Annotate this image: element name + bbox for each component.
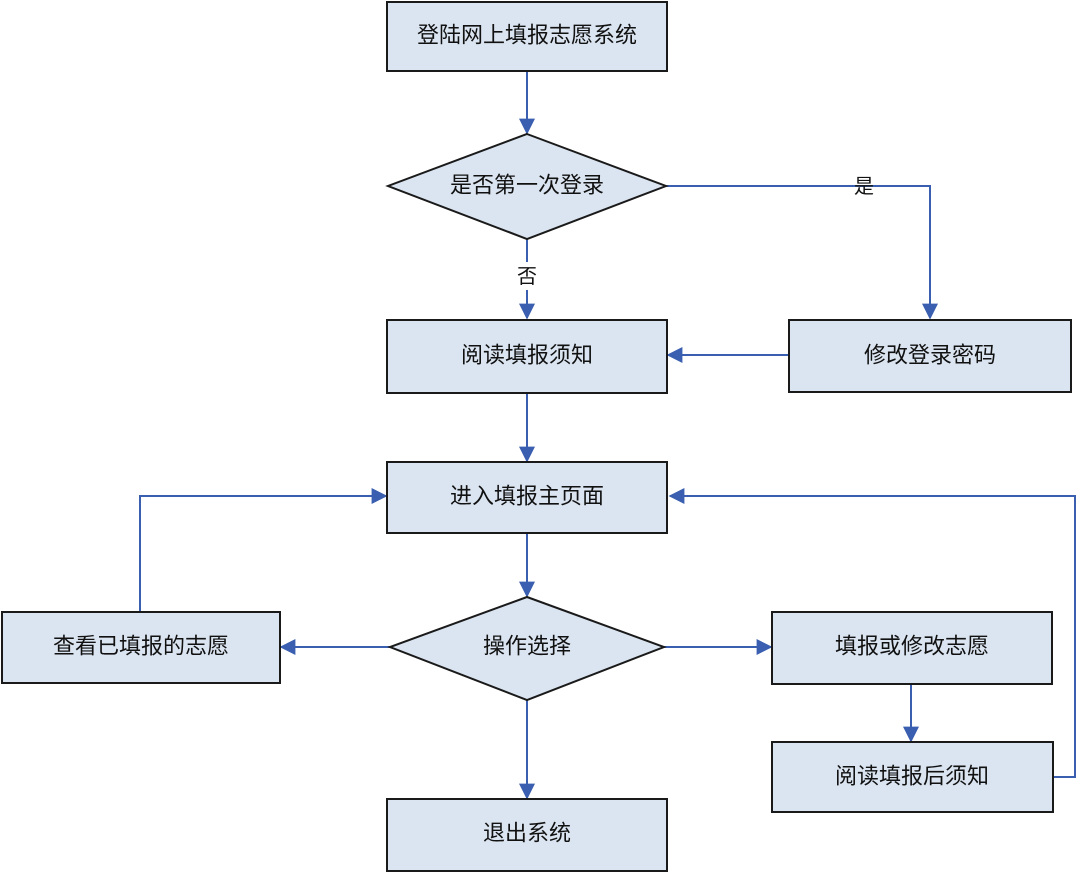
node-change-password: 修改登录密码: [788, 319, 1072, 393]
edge-decision-yes-to-password: [666, 185, 938, 320]
node-exit-system-label: 退出系统: [483, 822, 571, 847]
edge-label-no-bg: [512, 262, 542, 290]
node-read-notice-label: 阅读填报须知: [461, 344, 593, 369]
node-view-submitted: 查看已填报的志愿: [1, 611, 281, 684]
node-change-password-label: 修改登录密码: [864, 344, 996, 369]
node-view-submitted-label: 查看已填报的志愿: [53, 635, 229, 660]
node-first-login-decision: 是否第一次登录: [385, 132, 669, 241]
node-main-page-label: 进入填报主页面: [450, 485, 604, 510]
node-exit-system: 退出系统: [386, 798, 668, 872]
edge-after-notice-back-to-main: [668, 488, 1076, 778]
edge-label-yes: 是: [854, 174, 874, 198]
node-fill-or-modify: 填报或修改志愿: [771, 611, 1053, 685]
edge-label-no: 否: [517, 264, 537, 288]
node-first-login-decision-label: 是否第一次登录: [450, 174, 604, 199]
node-operation-choice: 操作选择: [387, 595, 667, 702]
node-login-label: 登陆网上填报志愿系统: [417, 24, 637, 49]
node-main-page: 进入填报主页面: [386, 461, 668, 534]
edge-view-back-to-main: [139, 488, 388, 612]
node-login: 登陆网上填报志愿系统: [386, 1, 668, 72]
node-read-after-notice: 阅读填报后须知: [771, 741, 1054, 813]
node-read-after-notice-label: 阅读填报后须知: [835, 765, 989, 790]
node-operation-choice-label: 操作选择: [483, 635, 571, 660]
edges: [139, 71, 1076, 800]
node-read-notice: 阅读填报须知: [386, 319, 668, 394]
node-fill-or-modify-label: 填报或修改志愿: [835, 635, 989, 660]
